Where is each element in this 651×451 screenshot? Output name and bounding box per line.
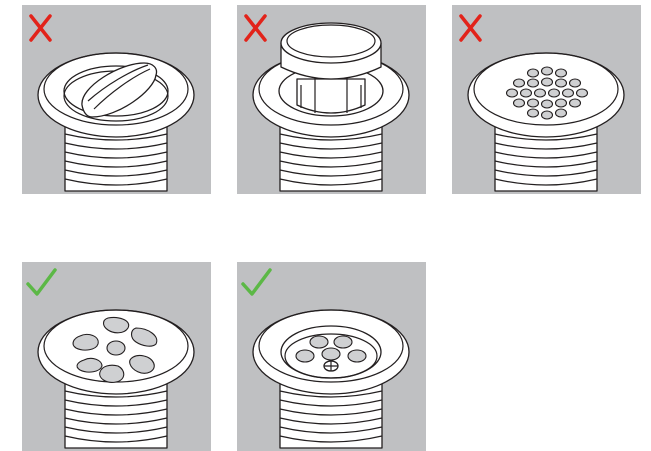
drain-panel-recessed-holes: [237, 262, 426, 451]
cross-mark-icon: [31, 16, 50, 40]
cross-mark-icon: [246, 16, 265, 40]
cross-mark-icon: [461, 16, 480, 40]
check-mark-icon: [243, 270, 270, 294]
drain-panel-rotating-disc: [22, 5, 211, 194]
drain-panel-perforated-grid: [452, 5, 641, 194]
drain-panel-open-slot-grate: [22, 262, 211, 451]
drain-flange-icon: [468, 53, 624, 137]
drain-panel-pop-up-cap: [237, 5, 426, 194]
check-mark-icon: [28, 270, 55, 294]
